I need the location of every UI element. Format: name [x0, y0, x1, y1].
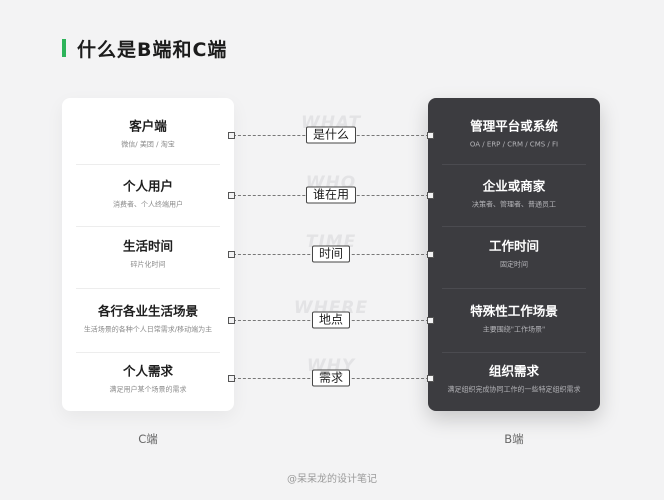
b-item-main: 特殊性工作场景 [470, 303, 558, 319]
b-item-sub: OA / ERP / CRM / CMS / FI [469, 140, 559, 149]
title-accent-bar [62, 39, 66, 57]
divider [442, 226, 586, 227]
b-item-main: 管理平台或系统 [470, 118, 558, 134]
b-item-sub: 决策者、管理者、普通员工 [472, 200, 556, 209]
c-side-label: C端 [138, 432, 158, 446]
page-title: 什么是B端和C端 [77, 38, 228, 61]
connector-label: 地点 [311, 311, 351, 329]
connector-end-square [427, 250, 434, 258]
b-item-platform: 管理平台或系统 OA / ERP / CRM / CMS / FI [428, 119, 600, 150]
b-side-card: 管理平台或系统 OA / ERP / CRM / CMS / FI 企业或商家 … [428, 98, 600, 411]
c-item-time: 生活时间 碎片化时间 [62, 239, 234, 270]
c-item-client: 客户端 微信/ 美团 / 淘宝 [62, 119, 234, 150]
b-item-need: 组织需求 满足组织完成协同工作的一些特定组织需求 [428, 364, 600, 395]
b-item-main: 企业或商家 [482, 178, 546, 194]
connector-label: 需求 [311, 369, 351, 387]
divider [442, 352, 586, 353]
connector-label: 谁在用 [305, 186, 357, 204]
connector-end-square [228, 131, 235, 139]
b-side-label: B端 [504, 432, 524, 446]
b-item-main: 工作时间 [488, 238, 539, 254]
divider [442, 164, 586, 165]
c-item-scene: 各行各业生活场景 生活场景的各种个人日常需求/移动端为主 [62, 304, 234, 335]
connector-what: WHAT 是什么 [228, 113, 434, 145]
c-item-sub: 满足用户某个场景的需求 [109, 385, 187, 394]
c-item-sub: 微信/ 美团 / 淘宝 [121, 140, 175, 149]
b-item-sub: 满足组织完成协同工作的一些特定组织需求 [447, 385, 581, 394]
b-item-scene: 特殊性工作场景 主要围绕"工作场景" [428, 304, 600, 335]
divider [76, 164, 220, 165]
b-item-main: 组织需求 [488, 363, 539, 379]
connector-end-square [427, 131, 434, 139]
connector-why: WHY 需求 [228, 356, 434, 388]
connector-time: TIME 时间 [228, 232, 434, 264]
connector-where: WHERE 地点 [228, 298, 434, 330]
c-item-main: 个人用户 [122, 178, 173, 194]
c-item-sub: 消费者、个人终端用户 [113, 200, 183, 209]
divider [442, 288, 586, 289]
c-item-user: 个人用户 消费者、个人终端用户 [62, 179, 234, 210]
connector-label: 是什么 [305, 126, 357, 144]
page-title-group: 什么是B端和C端 [62, 37, 228, 61]
connector-end-square [427, 191, 434, 199]
c-item-main: 客户端 [129, 118, 167, 134]
b-item-time: 工作时间 固定时间 [428, 239, 600, 270]
connector-end-square [427, 374, 434, 382]
connector-who: WHO 谁在用 [228, 173, 434, 205]
connector-end-square [228, 316, 235, 324]
c-side-card: 客户端 微信/ 美团 / 淘宝 个人用户 消费者、个人终端用户 生活时间 碎片化… [62, 98, 234, 411]
c-item-need: 个人需求 满足用户某个场景的需求 [62, 364, 234, 395]
connector-end-square [228, 250, 235, 258]
divider [76, 226, 220, 227]
connector-end-square [427, 316, 434, 324]
c-item-sub: 碎片化时间 [130, 260, 166, 269]
author-credit: @呆呆龙的设计笔记 [287, 474, 377, 485]
b-item-sub: 主要围绕"工作场景" [482, 325, 546, 334]
b-item-enterprise: 企业或商家 决策者、管理者、普通员工 [428, 179, 600, 210]
connector-label: 时间 [311, 245, 351, 263]
connector-end-square [228, 374, 235, 382]
divider [76, 288, 220, 289]
c-item-main: 生活时间 [122, 238, 173, 254]
c-item-main: 个人需求 [122, 363, 173, 379]
c-item-sub: 生活场景的各种个人日常需求/移动端为主 [83, 325, 213, 334]
connector-end-square [228, 191, 235, 199]
divider [76, 352, 220, 353]
b-item-sub: 固定时间 [500, 260, 528, 269]
c-item-main: 各行各业生活场景 [97, 303, 198, 319]
